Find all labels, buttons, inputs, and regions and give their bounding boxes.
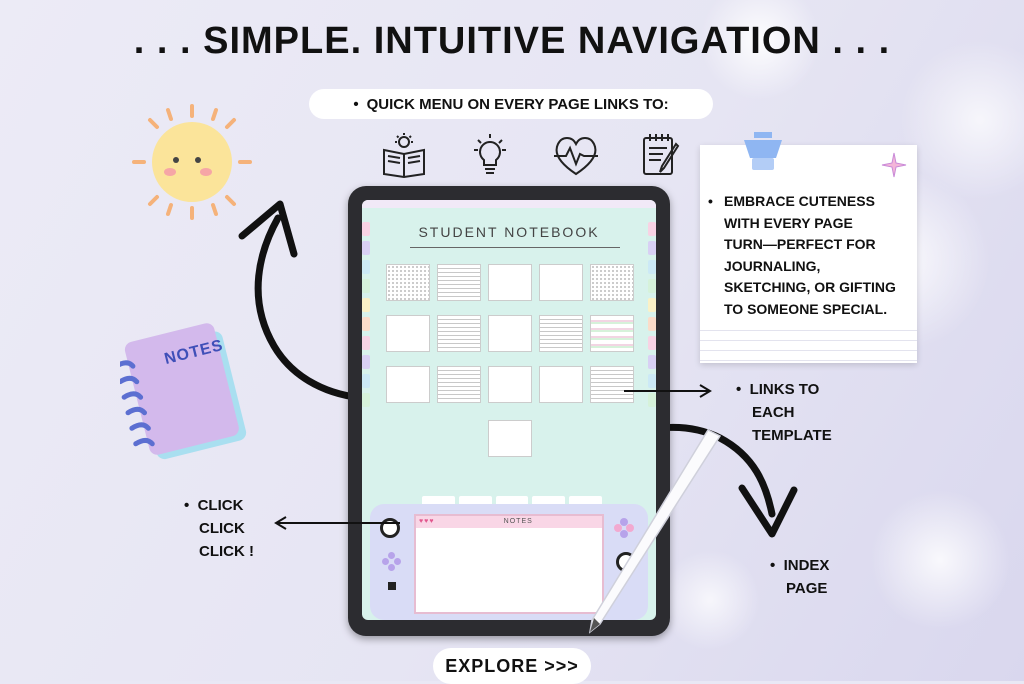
sparkle-icon <box>881 152 907 178</box>
click-label-line-3: CLICK ! <box>199 543 254 560</box>
sun-illustration <box>132 104 252 220</box>
links-label-line-1: LINKS TO <box>749 381 820 398</box>
template-thumbnail[interactable] <box>488 315 532 352</box>
heart-pulse-icon[interactable] <box>552 132 600 178</box>
template-thumbnail[interactable] <box>386 315 430 352</box>
arrow-right-to-template <box>624 384 712 398</box>
links-label-line-3: TEMPLATE <box>752 427 832 444</box>
index-label-line-2: PAGE <box>786 580 828 597</box>
template-thumbnail[interactable] <box>488 420 532 457</box>
stylus-pen <box>588 429 722 634</box>
template-thumbnail[interactable] <box>437 264 481 301</box>
template-thumbnail[interactable] <box>437 366 481 403</box>
explore-button[interactable]: EXPLORE >>> <box>433 648 591 684</box>
bullet-icon: • <box>736 381 750 398</box>
bullet-icon: • <box>770 557 784 574</box>
links-label-line-2: EACH <box>752 404 795 421</box>
action-buttons[interactable] <box>614 518 634 538</box>
template-thumbnail[interactable] <box>386 264 430 301</box>
template-thumbnail[interactable] <box>590 315 634 352</box>
template-thumbnail[interactable] <box>488 366 532 403</box>
screen-top-bar <box>362 200 656 208</box>
bullet-icon: • <box>353 95 359 113</box>
template-thumbnail[interactable] <box>386 366 430 403</box>
side-tabs-right[interactable] <box>648 222 656 407</box>
lightbulb-icon[interactable] <box>466 132 514 178</box>
template-thumbnail[interactable] <box>437 315 481 352</box>
note-line-4: JOURNALING, <box>724 257 821 274</box>
bullet-icon: • <box>708 193 713 209</box>
links-label: • LINKS TO EACH TEMPLATE <box>736 378 832 447</box>
game-controller-frame: ♥♥♥ NOTES <box>370 504 648 620</box>
notes-book-illustration <box>120 323 247 460</box>
template-thumbnail[interactable] <box>590 366 634 403</box>
note-line-5: SKETCHING, OR GIFTING <box>724 279 896 295</box>
controller-tabs[interactable] <box>422 496 602 504</box>
note-line-6: TO SOMEONE SPECIAL. <box>724 300 888 317</box>
page-headline: . . . SIMPLE. INTUITIVE NAVIGATION . . . <box>133 20 891 62</box>
click-label-line-1: CLICK <box>197 497 244 514</box>
note-card-ruled-lines <box>700 321 917 361</box>
notes-window[interactable]: ♥♥♥ NOTES <box>414 514 604 614</box>
quick-menu-label: QUICK MENU ON EVERY PAGE LINKS TO: <box>366 95 669 113</box>
index-label: • INDEX PAGE <box>770 554 829 600</box>
quick-menu-pill: • QUICK MENU ON EVERY PAGE LINKS TO: <box>309 89 713 119</box>
title-rule <box>410 247 620 248</box>
dpad-buttons[interactable] <box>382 552 401 571</box>
notes-window-title: NOTES <box>503 518 533 525</box>
notes-window-titlebar: ♥♥♥ NOTES <box>416 516 602 528</box>
template-thumbnail[interactable] <box>590 264 634 301</box>
book-lightbulb-icon[interactable] <box>380 132 428 178</box>
index-label-line-1: INDEX <box>783 557 830 574</box>
note-card-text: • EMBRACE CUTENESS WITH EVERY PAGE TURN—P… <box>708 191 913 320</box>
quick-menu-icons <box>380 132 686 178</box>
note-line-1: EMBRACE CUTENESS <box>724 193 875 209</box>
notepad-pencil-icon[interactable] <box>638 132 686 178</box>
template-thumbnail[interactable] <box>539 366 583 403</box>
note-card: • EMBRACE CUTENESS WITH EVERY PAGE TURN—P… <box>700 145 917 363</box>
template-thumbnail[interactable] <box>539 264 583 301</box>
bullet-icon: • <box>184 497 198 514</box>
note-line-2: WITH EVERY PAGE <box>724 214 853 231</box>
tablet-screen: STUDENT NOTEBOOK <box>362 200 656 620</box>
note-line-3: TURN—PERFECT FOR <box>724 236 876 252</box>
side-tabs-left[interactable] <box>362 222 370 407</box>
click-label: • CLICK CLICK CLICK ! <box>184 494 254 563</box>
template-thumbnail[interactable] <box>488 264 532 301</box>
hearts-icon: ♥♥♥ <box>419 518 435 525</box>
tablet-device: STUDENT NOTEBOOK <box>348 186 670 636</box>
notebook-title: STUDENT NOTEBOOK <box>418 224 600 240</box>
arrow-left-to-controller <box>274 516 400 530</box>
binder-clip-icon <box>744 132 782 170</box>
click-label-line-2: CLICK <box>199 520 245 537</box>
template-thumbnail[interactable] <box>539 315 583 352</box>
square-button[interactable] <box>388 582 396 590</box>
